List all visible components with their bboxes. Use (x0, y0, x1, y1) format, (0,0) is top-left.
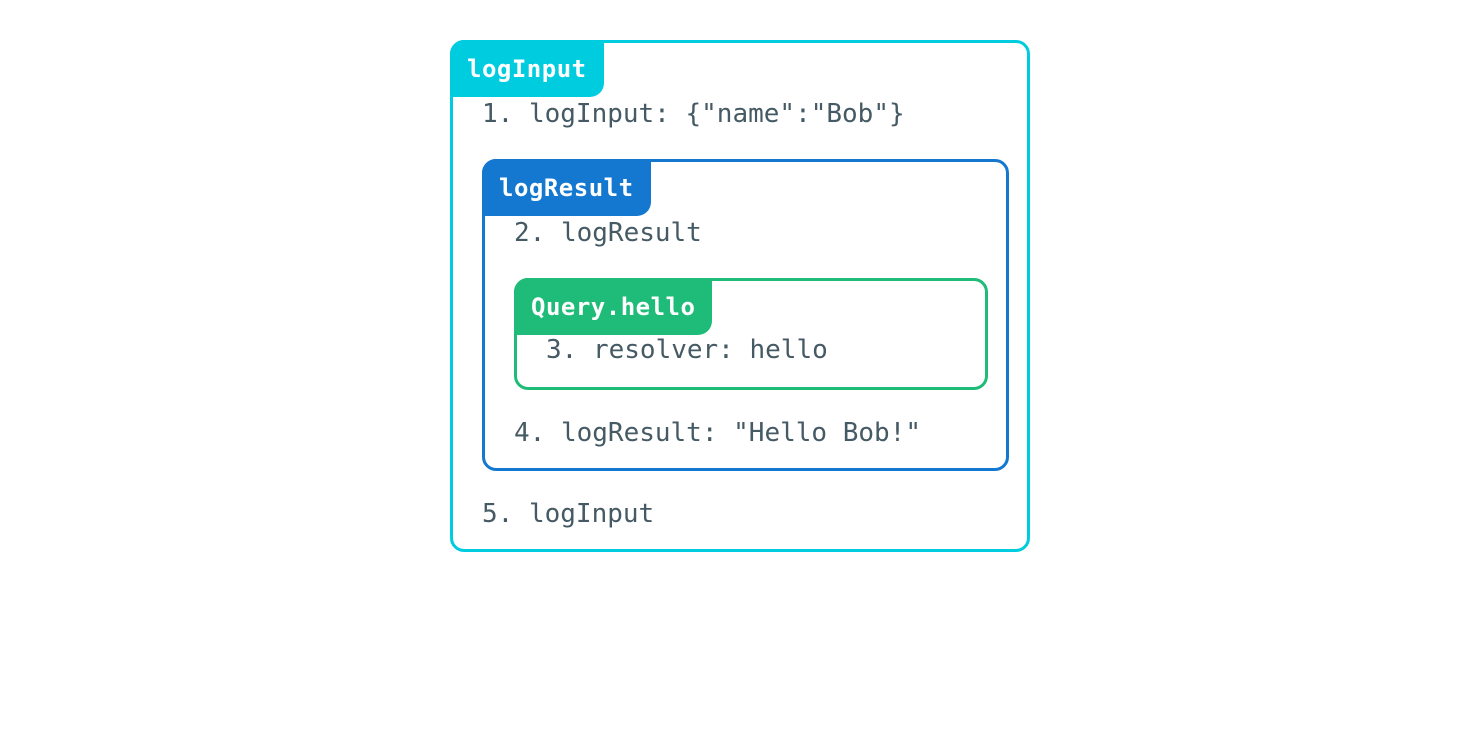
block-log-result[interactable]: logResult 2. logResult Query.hello 3. re… (482, 159, 1009, 471)
block-log-input[interactable]: logInput 1. logInput: {"name":"Bob"} log… (450, 40, 1030, 552)
log-line-5: 5. logInput (482, 499, 655, 529)
log-line-3: 3. resolver: hello (546, 335, 828, 365)
block-body-log-input: 1. logInput: {"name":"Bob"} logResult 2.… (453, 43, 1027, 549)
trace-diagram: logInput 1. logInput: {"name":"Bob"} log… (450, 40, 1030, 552)
log-line-1: 1. logInput: {"name":"Bob"} (482, 99, 905, 129)
block-label-log-result: logResult (482, 159, 651, 216)
block-query-hello[interactable]: Query.hello 3. resolver: hello (514, 278, 988, 390)
block-body-log-result: 2. logResult Query.hello 3. resolver: he… (485, 162, 1006, 468)
block-label-query-hello: Query.hello (514, 278, 713, 335)
log-line-4: 4. logResult: "Hello Bob!" (514, 418, 921, 448)
block-body-query-hello: 3. resolver: hello (517, 281, 985, 387)
block-label-log-input: logInput (450, 40, 604, 97)
log-line-2: 2. logResult (514, 218, 702, 248)
